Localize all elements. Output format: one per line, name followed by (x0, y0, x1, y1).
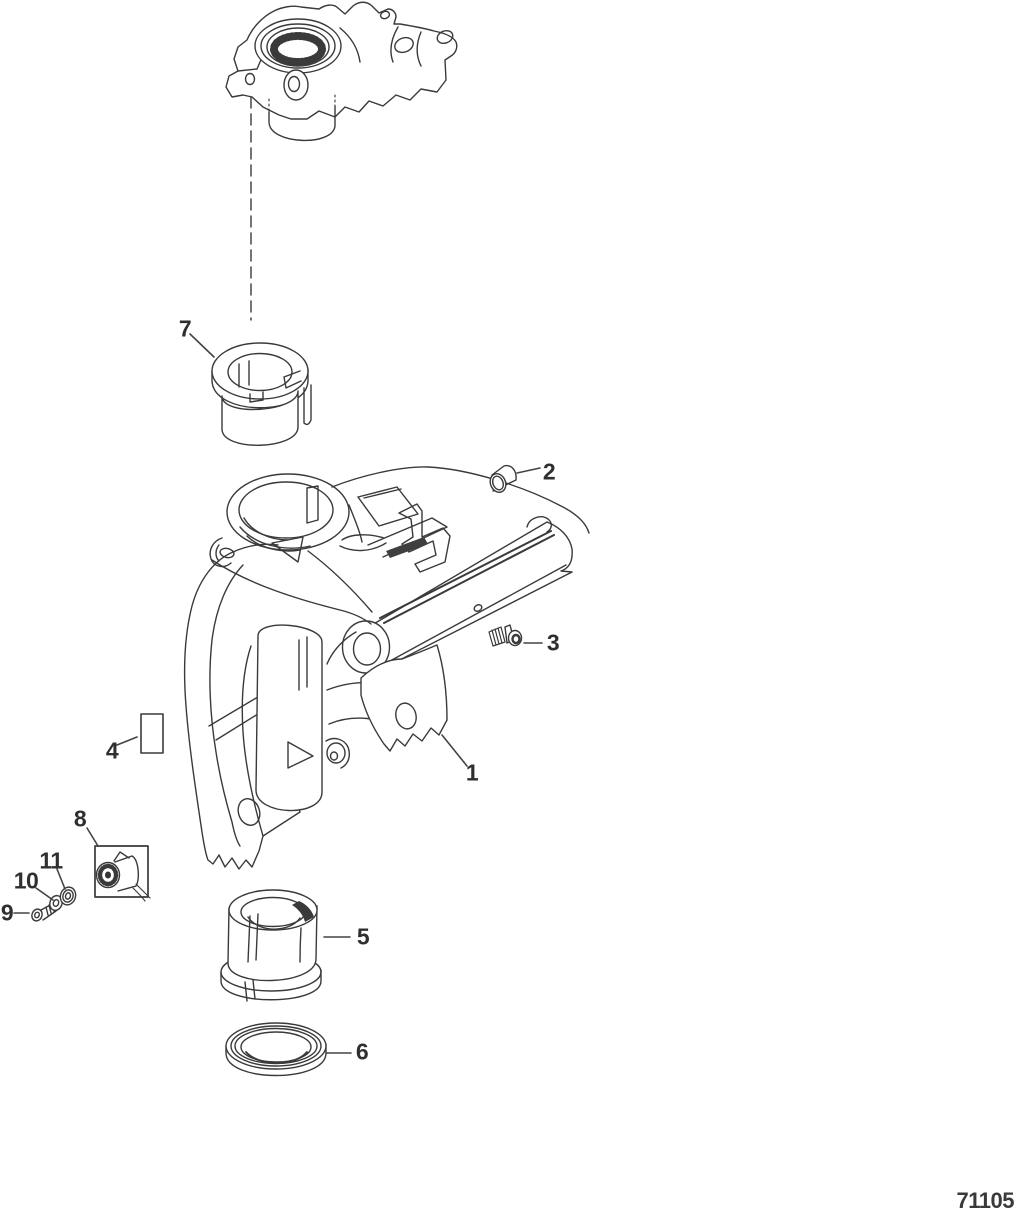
callout-9: 9 (0, 899, 14, 926)
callout-6: 6 (355, 1038, 369, 1065)
grease-fitting (488, 624, 523, 647)
callout-5: 5 (356, 923, 370, 950)
flat-washer (49, 894, 63, 912)
callout-11: 11 (39, 847, 63, 874)
decal-outline (140, 713, 164, 754)
anode-kit-box (94, 845, 151, 902)
callout-leader-lines (13, 333, 543, 1054)
callout-1: 1 (465, 759, 479, 786)
callout-2: 2 (542, 458, 556, 485)
callout-7: 7 (178, 315, 192, 342)
drawing-number: 71105 (956, 1188, 1015, 1213)
bushing-small (489, 464, 517, 493)
callout-8: 8 (73, 805, 87, 832)
callout-3: 3 (546, 629, 560, 656)
swivel-bracket (183, 466, 590, 870)
steering-arm-casting (225, 1, 458, 142)
seal-ring (225, 1022, 327, 1077)
callout-4: 4 (105, 737, 119, 764)
callout-10: 10 (13, 867, 39, 894)
lock-washer (59, 886, 77, 906)
bushing-upper (211, 342, 312, 446)
bushing-lower (220, 889, 322, 1002)
